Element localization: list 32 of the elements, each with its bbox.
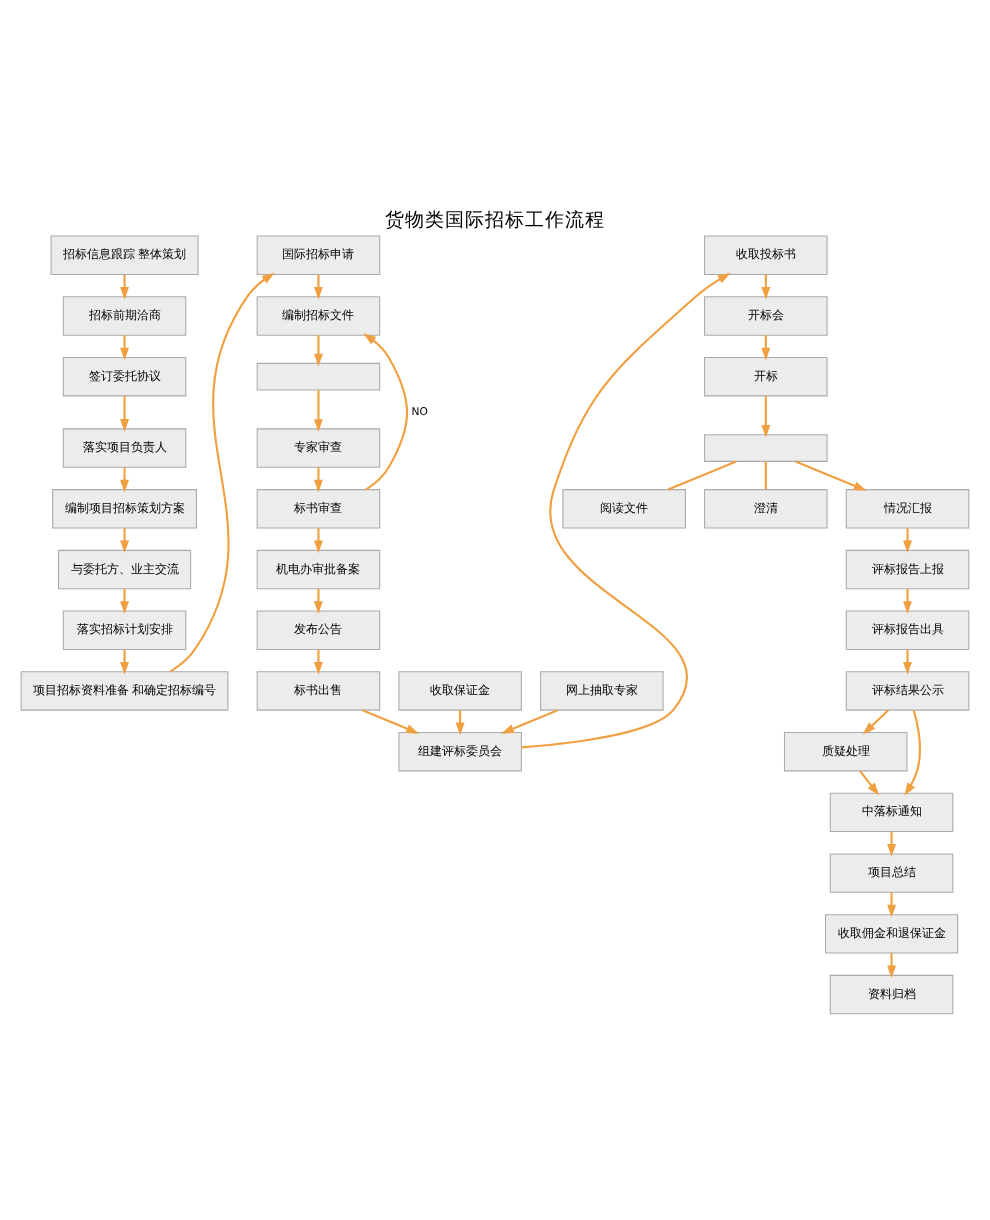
arrow [120, 528, 130, 554]
arrow [795, 460, 867, 491]
arrow [120, 274, 130, 300]
arrow [761, 335, 771, 361]
arrow [887, 831, 897, 857]
arrow [887, 892, 897, 918]
node-box [704, 434, 828, 462]
arrow [903, 588, 912, 614]
arrow [362, 709, 420, 734]
arrow [859, 770, 880, 796]
arrow [887, 953, 897, 979]
arrow [313, 390, 323, 432]
arrow [120, 335, 130, 361]
arrow [120, 395, 130, 432]
node-box [256, 362, 381, 391]
arrow [521, 272, 731, 749]
connector [764, 461, 767, 490]
arrow [120, 649, 130, 675]
arrow [363, 333, 409, 491]
arrow [313, 335, 323, 367]
connector [667, 460, 737, 491]
diagram-title: 货物类国际招标工作流程 [385, 209, 605, 232]
arrow [120, 588, 130, 614]
arrow [120, 467, 130, 493]
arrow [903, 528, 912, 554]
arrow [862, 709, 890, 735]
arrow [904, 709, 921, 796]
arrow [455, 710, 465, 736]
arrow [313, 467, 323, 493]
arrow [761, 395, 771, 438]
arrow [903, 649, 912, 675]
arrow [501, 709, 559, 734]
